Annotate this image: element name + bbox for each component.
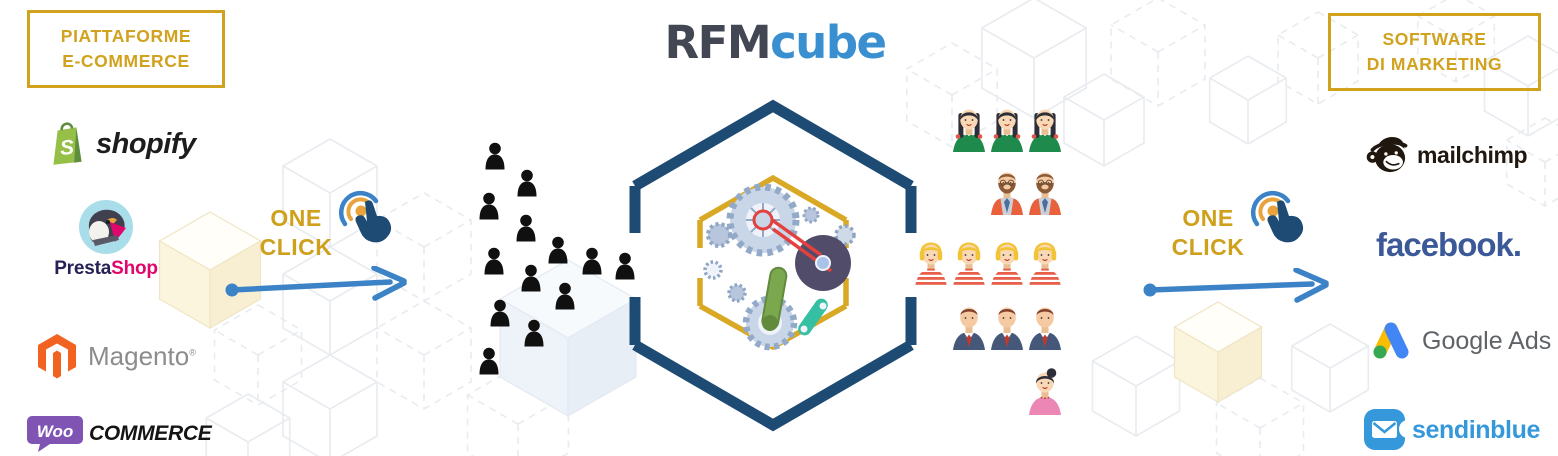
platform-magento: Magento® [34, 331, 196, 381]
background-cube-outline [1290, 323, 1370, 413]
customer-avatar-woman-bun [1029, 368, 1061, 415]
background-cube-outline [282, 354, 378, 456]
mailchimp-label: mailchimp [1417, 141, 1528, 168]
prestashop-label: PrestaShop [54, 258, 158, 280]
person-silhouette-icon [548, 236, 568, 264]
person-silhouette-icon [516, 214, 536, 242]
person-silhouette-icon [517, 169, 537, 197]
customer-avatar-man-beard [1029, 172, 1061, 215]
arrow-right-icon [1143, 268, 1329, 303]
person-silhouette-icon [490, 299, 510, 327]
customer-avatar-man-beard [991, 172, 1023, 215]
person-silhouette-icon [524, 319, 544, 347]
person-silhouette-icon [615, 252, 635, 280]
background-cube-outline [1091, 335, 1181, 437]
woocommerce-label: COMMERCE [89, 422, 212, 445]
ecommerce-platforms-title-box: PIATTAFORME E-COMMERCE [27, 10, 225, 88]
title-line: DI MARKETING [1366, 54, 1503, 74]
person-silhouette-icon [479, 192, 499, 220]
platform-woocommerce: Woo COMMERCE [26, 414, 212, 454]
title-line: E-COMMERCE [62, 51, 190, 71]
background-cube-outline [205, 393, 291, 456]
person-silhouette-icon [479, 347, 499, 375]
software-google-ads: Google Ads [1366, 316, 1551, 366]
one-click-line1: ONE [270, 205, 322, 231]
svg-text:Woo: Woo [37, 422, 74, 441]
platform-shopify: S shopify [44, 118, 196, 170]
woo-bubble-icon: Woo [27, 416, 83, 452]
customer-avatar-man-suit [991, 307, 1023, 350]
person-silhouette-icon [485, 142, 505, 170]
title-line: SOFTWARE [1382, 28, 1487, 49]
background-cube-outline [1063, 73, 1145, 167]
software-sendinblue: sendinblue [1362, 407, 1540, 453]
google-ads-label: Google Ads [1422, 326, 1552, 355]
customer-avatar-man-suit [953, 307, 985, 350]
magento-trademark: ® [189, 346, 196, 357]
marketing-software-title-box: SOFTWARE DI MARKETING [1328, 13, 1541, 91]
customer-avatar-woman-bob [1029, 242, 1061, 287]
arrow-left-icon [225, 266, 407, 301]
prestashop-bird-icon [79, 200, 133, 254]
background-cube-outline [1215, 377, 1305, 456]
background-cube-outline [1208, 55, 1288, 145]
rfmcube-logo: RFMcube [618, 16, 932, 69]
sendinblue-label: sendinblue [1412, 415, 1540, 444]
accent-cube [498, 259, 638, 418]
mailchimp-monkey-icon [1366, 136, 1408, 173]
magento-wordmark: Magento [88, 340, 190, 371]
one-click-label-left: ONE CLICK [254, 204, 338, 262]
magento-label: Magento® [88, 341, 196, 372]
background-cube-outline [1110, 0, 1206, 107]
background-cube-outline [213, 304, 303, 406]
background-cube-outline [466, 365, 570, 456]
one-click-line2: CLICK [259, 233, 333, 260]
tap-click-icon [1251, 190, 1304, 243]
sendinblue-envelope-icon [1364, 409, 1408, 450]
person-silhouette-icon [582, 247, 602, 275]
background-cube-outline [981, 0, 1087, 119]
magento-icon [38, 334, 76, 379]
platform-prestashop: PrestaShop [54, 198, 158, 280]
prestashop-label-shop: Shop [111, 258, 158, 279]
accent-cube [1173, 301, 1263, 404]
software-mailchimp: mailchimp [1364, 126, 1528, 184]
tap-click-icon [339, 190, 392, 243]
person-silhouette-icon [484, 247, 504, 275]
shopify-label: shopify [96, 127, 196, 160]
shopify-bag-icon: S [53, 122, 82, 165]
rfmcube-logo-rfm: RFM [664, 16, 771, 69]
prestashop-label-presta: Presta [54, 258, 112, 279]
background-cube-outline [376, 300, 472, 410]
person-silhouette-icon [521, 264, 541, 292]
customer-avatar-woman-bob [915, 242, 947, 287]
customer-avatar-man-suit [1029, 307, 1061, 350]
google-ads-icon [1373, 322, 1409, 359]
customer-avatar-woman-bob [953, 242, 985, 287]
one-click-label-right: ONE CLICK [1166, 204, 1250, 262]
hexagon-frame [629, 99, 917, 432]
rfmcube-logo-cube: cube [770, 16, 887, 69]
customer-avatar-woman-long [1029, 109, 1061, 152]
one-click-line2: CLICK [1171, 233, 1245, 260]
one-click-line1: ONE [1182, 205, 1234, 231]
inner-gold-hexagon [697, 174, 849, 351]
person-silhouette-icon [555, 282, 575, 310]
customer-avatar-woman-bob [991, 242, 1023, 287]
facebook-wordmark: facebook. [1376, 226, 1522, 263]
customer-avatar-woman-long [953, 109, 985, 152]
customer-avatar-woman-long [991, 109, 1023, 152]
gears-icon [703, 183, 856, 351]
svg-text:S: S [59, 136, 75, 160]
title-line: PIATTAFORME [60, 25, 192, 46]
